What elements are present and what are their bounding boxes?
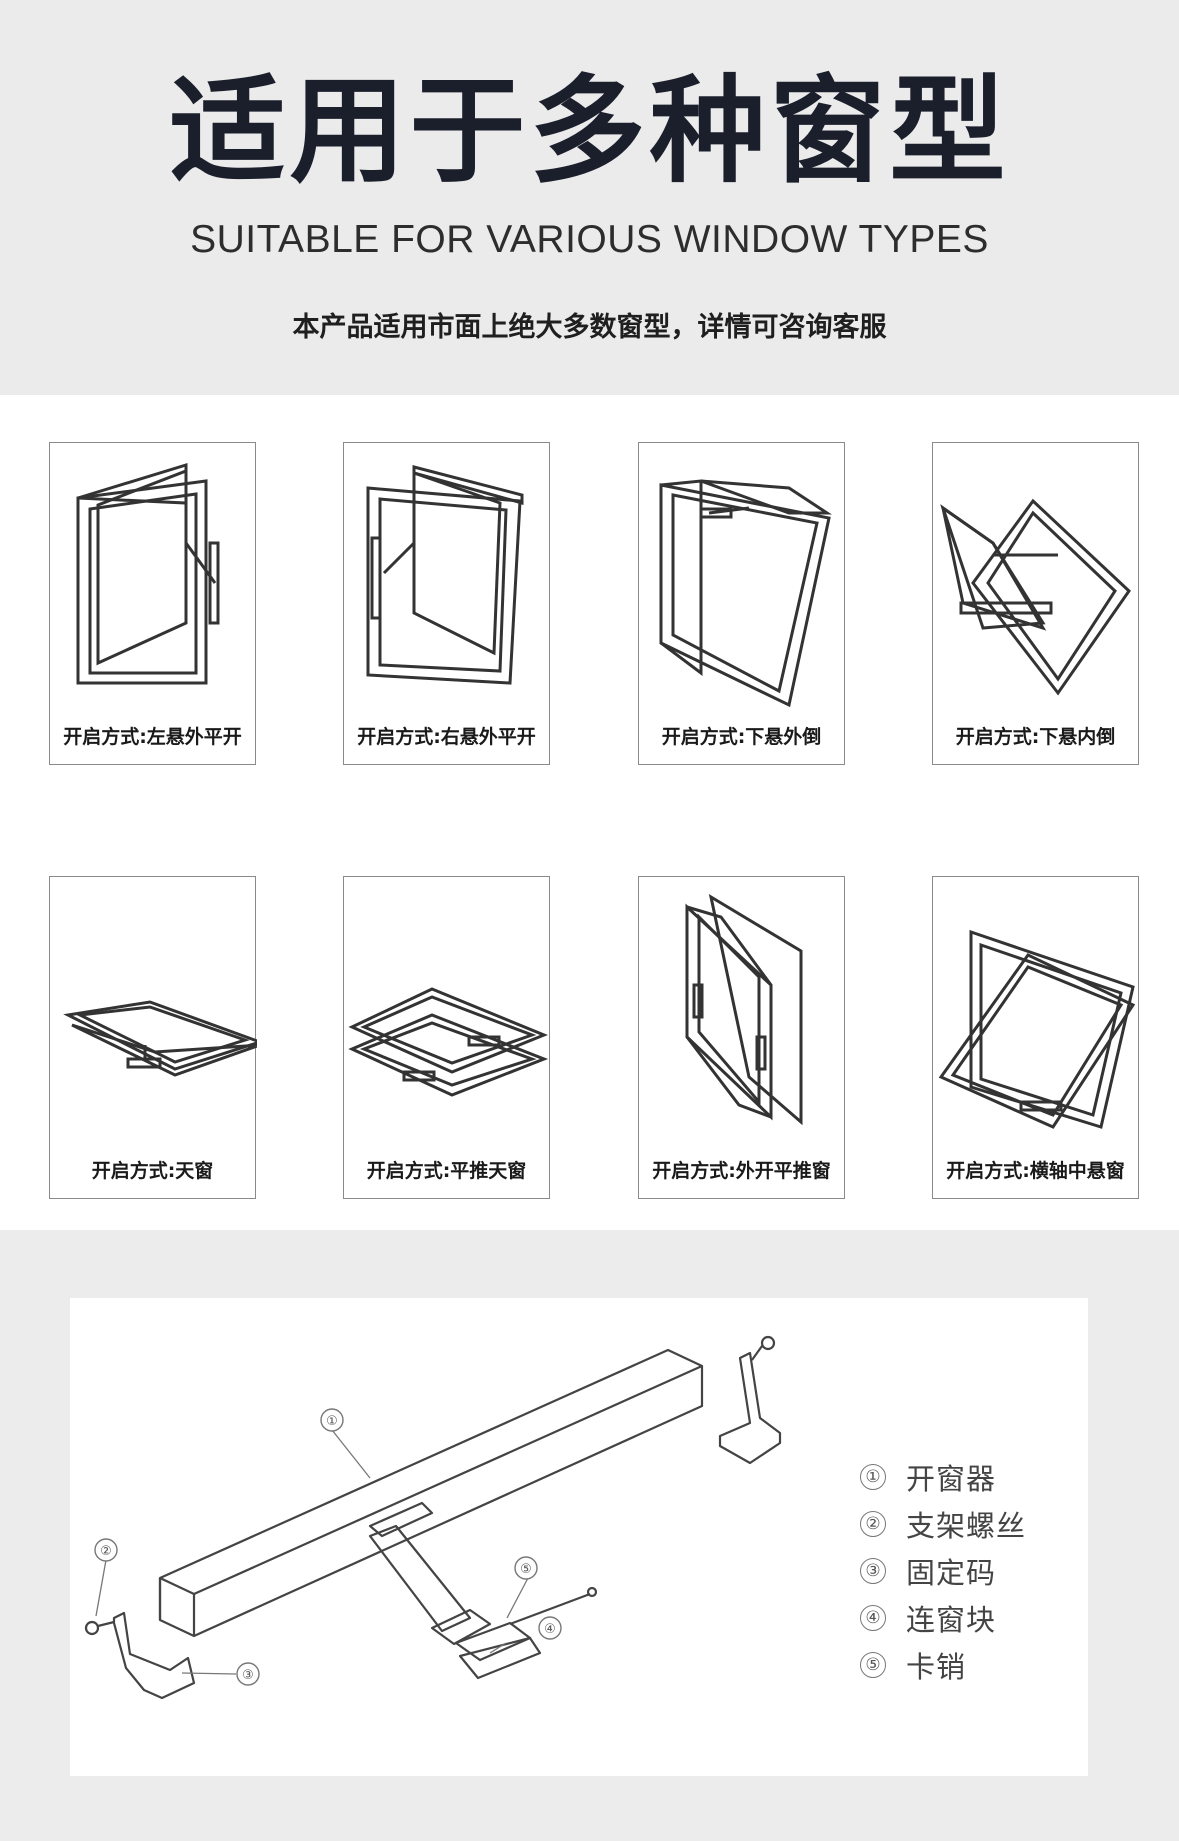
right-bracket bbox=[718, 1335, 782, 1465]
window-type-card-3: 开启方式:下悬外倒 bbox=[638, 442, 845, 765]
callout-2: ② bbox=[100, 1544, 112, 1559]
legend-number: ⑤ bbox=[860, 1651, 886, 1678]
parallel-push-skylight-icon bbox=[348, 987, 549, 1097]
window-type-label: 开启方式:天窗 bbox=[91, 1160, 214, 1182]
legend-item: ② 支架螺丝 bbox=[860, 1500, 1080, 1547]
header-section: 适用于多种窗型 SUITABLE FOR VARIOUS WINDOW TYPE… bbox=[0, 0, 1179, 395]
actuator-body bbox=[158, 1348, 704, 1638]
window-type-card-2: 开启方式:右悬外平开 bbox=[343, 442, 550, 765]
window-types-section: 开启方式:左悬外平开 开启方式:右悬外平开 bbox=[0, 395, 1179, 1230]
parts-diagram-panel: ① ② ③ ④ ⑤ ① 开窗器 ② 支架螺丝 ③ 固定码 ④ 连窗块 bbox=[70, 1298, 1088, 1776]
bottom-hung-outward-icon bbox=[659, 479, 833, 708]
legend-item: ① 开窗器 bbox=[860, 1453, 1080, 1500]
window-type-card-4: 开启方式:下悬内倒 bbox=[932, 442, 1139, 765]
callout-1: ① bbox=[326, 1414, 338, 1429]
window-type-card-5: 开启方式:天窗 bbox=[49, 876, 257, 1199]
page-subtitle: SUITABLE FOR VARIOUS WINDOW TYPES bbox=[190, 218, 989, 261]
mounting-slider bbox=[368, 1501, 542, 1680]
parts-diagram-section: ① ② ③ ④ ⑤ ① 开窗器 ② 支架螺丝 ③ 固定码 ④ 连窗块 bbox=[0, 1230, 1179, 1841]
callout-4: ④ bbox=[544, 1622, 556, 1637]
callout-5: ⑤ bbox=[520, 1562, 532, 1577]
legend-item: ⑤ 卡销 bbox=[860, 1641, 1080, 1688]
legend-text: 支架螺丝 bbox=[906, 1508, 1027, 1543]
tagline: 本产品适用市面上绝大多数窗型，详情可咨询客服 bbox=[292, 312, 887, 343]
window-type-label: 开启方式:横轴中悬窗 bbox=[946, 1160, 1125, 1182]
window-type-card-1: 开启方式:左悬外平开 bbox=[49, 442, 256, 765]
legend-number: ② bbox=[860, 1510, 886, 1537]
window-type-label: 开启方式:平推天窗 bbox=[366, 1160, 527, 1182]
bottom-hung-inward-icon bbox=[940, 498, 1131, 696]
window-type-label: 开启方式:外开平推窗 bbox=[652, 1160, 831, 1182]
legend-text: 连窗块 bbox=[906, 1602, 997, 1637]
legend-number: ① bbox=[860, 1463, 886, 1490]
legend-text: 卡销 bbox=[906, 1649, 967, 1684]
legend-number: ③ bbox=[860, 1557, 886, 1584]
left-hung-casement-icon bbox=[76, 462, 220, 685]
legend-item: ④ 连窗块 bbox=[860, 1594, 1080, 1641]
parts-legend: ① 开窗器 ② 支架螺丝 ③ 固定码 ④ 连窗块 ⑤ 卡销 bbox=[860, 1453, 1080, 1688]
window-type-card-6: 开启方式:平推天窗 bbox=[343, 876, 550, 1199]
window-opener-exploded-diagram: ① ② ③ ④ ⑤ bbox=[84, 1335, 782, 1700]
pin bbox=[509, 1592, 591, 1626]
legend-text: 开窗器 bbox=[906, 1461, 997, 1496]
legend-item: ③ 固定码 bbox=[860, 1547, 1080, 1594]
left-bracket bbox=[84, 1611, 196, 1700]
horizontal-pivot-icon bbox=[938, 929, 1136, 1129]
right-hung-casement-icon bbox=[366, 465, 524, 685]
callout-3: ③ bbox=[242, 1668, 254, 1683]
window-type-label: 开启方式:下悬外倒 bbox=[661, 726, 822, 748]
outward-parallel-push-icon bbox=[685, 893, 803, 1126]
window-type-label: 开启方式:左悬外平开 bbox=[63, 726, 242, 748]
legend-number: ④ bbox=[860, 1604, 886, 1631]
window-type-label: 开启方式:下悬内倒 bbox=[955, 726, 1116, 748]
skylight-icon bbox=[63, 1000, 257, 1077]
window-type-label: 开启方式:右悬外平开 bbox=[357, 726, 536, 748]
window-type-card-8: 开启方式:横轴中悬窗 bbox=[932, 876, 1139, 1199]
window-type-card-7: 开启方式:外开平推窗 bbox=[638, 876, 845, 1199]
legend-text: 固定码 bbox=[906, 1555, 997, 1590]
page-title: 适用于多种窗型 bbox=[169, 64, 1010, 199]
